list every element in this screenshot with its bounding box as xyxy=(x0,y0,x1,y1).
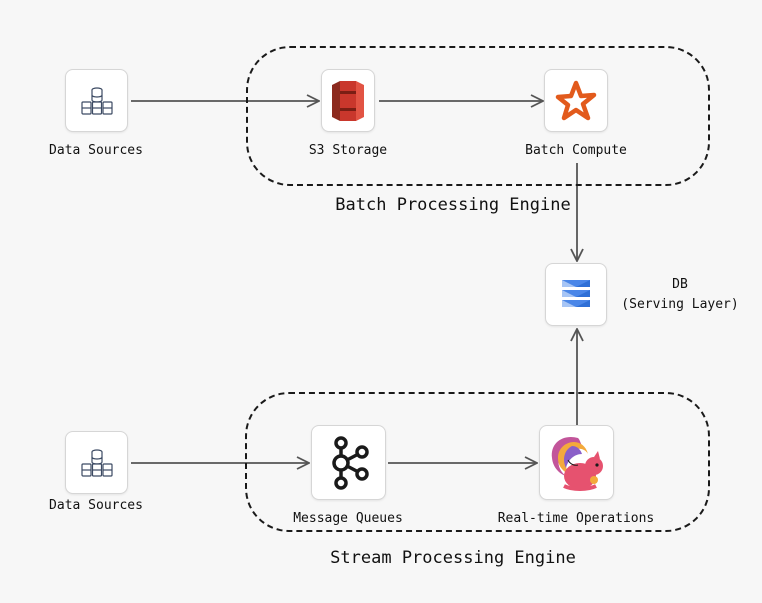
db-node[interactable] xyxy=(545,263,607,326)
db-label-line2: (Serving Layer) xyxy=(621,297,739,312)
data-sources-top-node[interactable] xyxy=(65,69,128,132)
message-queues-node[interactable] xyxy=(311,425,386,500)
s3-storage-label: S3 Storage xyxy=(308,143,388,158)
batch-processing-group xyxy=(246,46,710,186)
flink-squirrel-icon xyxy=(551,436,603,491)
batch-compute-node[interactable] xyxy=(544,69,608,132)
database-servers-icon xyxy=(80,448,113,477)
stacked-layers-icon xyxy=(562,279,590,307)
db-label-line1: DB xyxy=(672,277,688,292)
aws-s3-icon xyxy=(332,80,364,121)
s3-storage-node[interactable] xyxy=(321,69,375,132)
batch-processing-label: Batch Processing Engine xyxy=(335,195,571,215)
stream-processing-group xyxy=(245,392,710,532)
kafka-icon xyxy=(331,435,369,490)
realtime-operations-label: Real-time Operations xyxy=(497,511,655,526)
stream-processing-label: Stream Processing Engine xyxy=(330,548,576,568)
data-sources-top-label: Data Sources xyxy=(49,143,143,158)
data-sources-bottom-node[interactable] xyxy=(65,431,128,494)
database-servers-icon xyxy=(80,86,113,115)
realtime-operations-node[interactable] xyxy=(539,425,614,500)
spark-star-icon xyxy=(555,80,597,120)
message-queues-label: Message Queues xyxy=(293,511,403,526)
batch-compute-label: Batch Compute xyxy=(525,143,627,158)
db-label: DB (Serving Layer) xyxy=(621,275,738,315)
data-sources-bottom-label: Data Sources xyxy=(49,498,143,513)
